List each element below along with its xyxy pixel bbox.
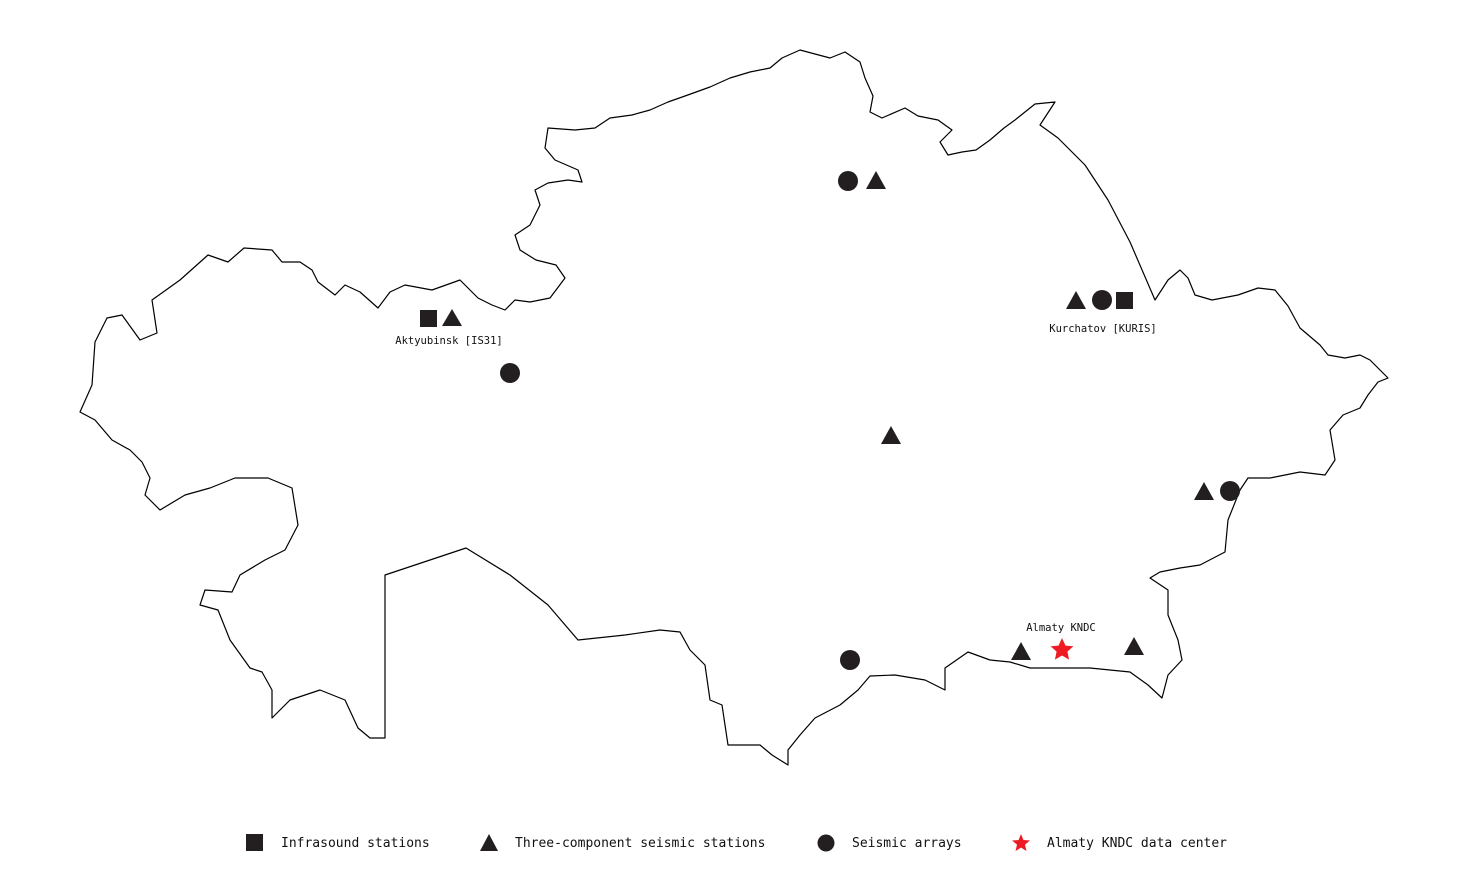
legend-item-three-component: Three-component seismic stations — [479, 834, 765, 852]
triangle-icon — [480, 834, 498, 851]
seismic-array-east — [1220, 481, 1240, 501]
data-center-star — [1050, 638, 1074, 660]
legend-label-infrasound: Infrasound stations — [281, 835, 430, 851]
infrasound-station-kurchatov — [1116, 292, 1133, 309]
map-legend: Infrasound stations Three-component seis… — [0, 826, 1482, 860]
star-icon — [1012, 834, 1030, 851]
legend-label-three-component: Three-component seismic stations — [515, 835, 766, 851]
three-component-station-north — [866, 171, 886, 189]
three-component-station-almaty-east — [1124, 637, 1144, 655]
kurchatov-label: Kurchatov [KURIS] — [1049, 323, 1156, 335]
seismic-array-south — [840, 650, 860, 670]
legend-item-infrasound: Infrasound stations — [245, 834, 430, 852]
legend-label-data-center: Almaty KNDC data center — [1047, 835, 1228, 851]
seismic-array-north — [838, 171, 858, 191]
infrasound-station-aktyubinsk — [420, 310, 437, 327]
legend-item-data-center: Almaty KNDC data center — [1011, 834, 1227, 852]
three-component-station-aktyubinsk — [442, 309, 462, 326]
almaty-label: Almaty KNDC — [1026, 622, 1096, 634]
three-component-station-almaty-west — [1011, 642, 1031, 660]
seismic-array-kurchatov — [1092, 290, 1112, 310]
three-component-station-east — [1194, 482, 1214, 500]
circle-icon — [817, 834, 835, 852]
seismic-array-west — [500, 363, 520, 383]
legend-label-arrays: Seismic arrays — [852, 835, 962, 851]
three-component-station-kurchatov — [1066, 291, 1086, 309]
country-border — [79, 49, 1389, 766]
three-component-station-central — [881, 426, 901, 444]
square-icon — [246, 834, 263, 851]
legend-item-arrays: Seismic arrays — [816, 834, 962, 852]
aktyubinsk-label: Aktyubinsk [IS31] — [395, 335, 502, 347]
